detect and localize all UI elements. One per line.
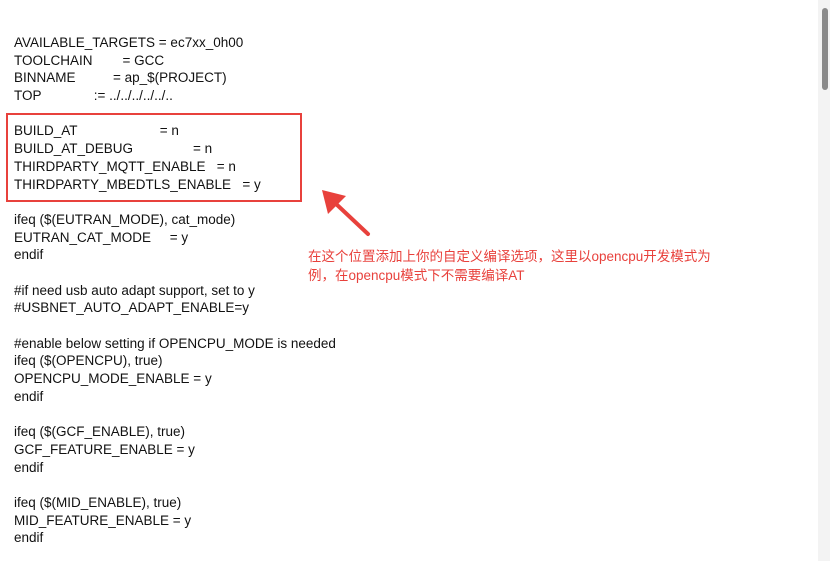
code-line: #if need usb auto adapt support, set to …	[14, 282, 255, 298]
annotation-line-1: 在这个位置添加上你的自定义编译选项，这里以opencpu开发模式为	[308, 249, 711, 264]
annotation-note: 在这个位置添加上你的自定义编译选项，这里以opencpu开发模式为 例，在ope…	[308, 247, 748, 285]
code-line: BUILD_AT_DEBUG = n	[14, 141, 213, 157]
arrow-icon	[322, 190, 370, 236]
code-line	[14, 317, 804, 335]
code-line	[14, 405, 804, 423]
code-line: ifeq ($(EUTRAN_MODE), cat_mode)	[14, 211, 236, 227]
code-line: MID_FEATURE_ENABLE = y	[14, 512, 192, 528]
code-line: THIRDPARTY_MBEDTLS_ENABLE = y	[14, 176, 261, 192]
code-line: ifeq ($(MID_ENABLE), true)	[14, 494, 182, 510]
code-line: THIRDPARTY_MQTT_ENABLE = n	[14, 158, 236, 174]
code-line: BUILD_AT = n	[14, 123, 179, 139]
highlight-box	[6, 113, 302, 202]
code-line: endif	[14, 247, 44, 263]
annotation-line-2: 例，在opencpu模式下不需要编译AT	[308, 268, 525, 283]
code-line: OPENCPU_MODE_ENABLE = y	[14, 371, 212, 387]
code-line: TOP := ../../../../../..	[14, 88, 173, 104]
code-line: EUTRAN_CAT_MODE = y	[14, 229, 189, 245]
scrollbar-thumb[interactable]	[822, 8, 828, 90]
code-line: endif	[14, 459, 44, 475]
code-line: TOOLCHAIN = GCC	[14, 52, 165, 68]
code-line: AVAILABLE_TARGETS = ec7xx_0h00	[14, 35, 244, 50]
code-line	[14, 476, 804, 494]
code-line: BINNAME = ap_$(PROJECT)	[14, 70, 227, 86]
code-line: #enable below setting if OPENCPU_MODE is…	[14, 335, 336, 351]
code-line: endif	[14, 388, 44, 404]
code-line: #USBNET_AUTO_ADAPT_ENABLE=y	[14, 300, 249, 316]
code-line: ifeq ($(GCF_ENABLE), true)	[14, 424, 186, 440]
code-line: endif	[14, 530, 44, 546]
code-line: ifeq ($(OPENCPU), true)	[14, 353, 163, 369]
code-line: GCF_FEATURE_ENABLE = y	[14, 441, 195, 457]
vertical-scrollbar[interactable]	[818, 0, 830, 561]
